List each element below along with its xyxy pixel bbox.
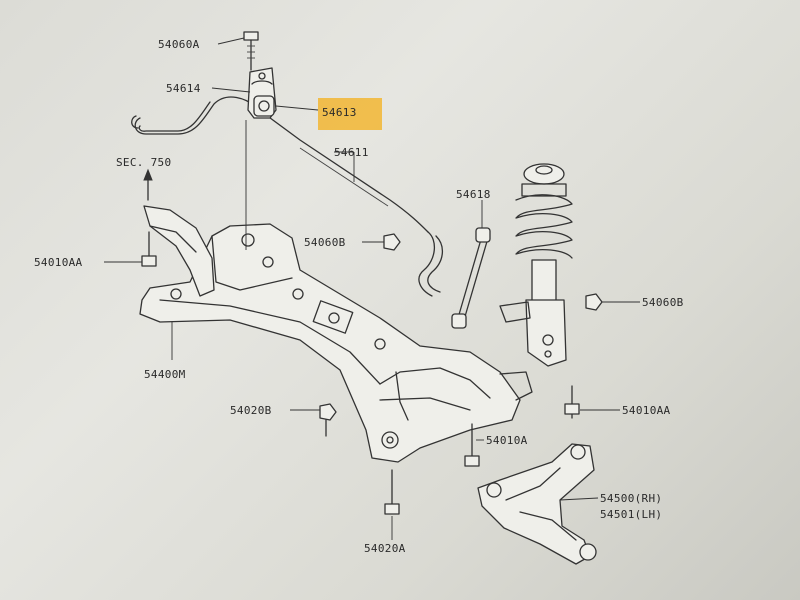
sec750-arrow: [143, 168, 153, 201]
strut-coil-spring-assembly[interactable]: [499, 163, 573, 367]
label-54400m[interactable]: 54400M: [144, 368, 186, 381]
bolt-54010a[interactable]: [464, 423, 480, 467]
left-mount-bracket[interactable]: [143, 205, 215, 297]
label-54611[interactable]: 54611: [334, 146, 369, 159]
bolt-54010aa-right[interactable]: [564, 385, 580, 419]
stabilizer-bushing[interactable]: [253, 95, 275, 117]
bolt-54020a[interactable]: [384, 469, 400, 515]
label-54060b-mid[interactable]: 54060B: [304, 236, 346, 249]
label-54020a[interactable]: 54020A: [364, 542, 406, 555]
label-54010a[interactable]: 54010A: [486, 434, 528, 447]
label-54613[interactable]: 54613: [322, 106, 357, 119]
label-54501-lh[interactable]: 54501(LH): [600, 508, 662, 521]
label-54060b-right[interactable]: 54060B: [642, 296, 684, 309]
bolt-54010aa-left[interactable]: [141, 231, 157, 267]
part-highlight-box: [318, 98, 382, 130]
label-54010aa-left[interactable]: 54010AA: [34, 256, 83, 269]
suspension-member-subframe[interactable]: [139, 223, 533, 463]
label-54060a[interactable]: 54060A: [158, 38, 200, 51]
label-54020b[interactable]: 54020B: [230, 404, 272, 417]
label-54614[interactable]: 54614: [166, 82, 201, 95]
stabilizer-connecting-rod[interactable]: [451, 227, 491, 329]
bracket-bolt-54060a[interactable]: [243, 31, 259, 71]
callout-labels: 54060A 54614 54613 54611 SEC. 750 54618 …: [34, 38, 684, 555]
leader-lines: [104, 37, 640, 540]
nut-54060b-mid[interactable]: [383, 233, 401, 251]
nut-54020b[interactable]: [319, 403, 337, 437]
nut-54060b-right[interactable]: [585, 293, 603, 311]
label-54010aa-right[interactable]: 54010AA: [622, 404, 671, 417]
stabilizer-bar[interactable]: [131, 96, 443, 297]
transverse-link-lower-arm[interactable]: [477, 443, 597, 565]
label-54500-rh[interactable]: 54500(RH): [600, 492, 662, 505]
label-sec750[interactable]: SEC. 750: [116, 156, 171, 169]
label-54618[interactable]: 54618: [456, 188, 491, 201]
